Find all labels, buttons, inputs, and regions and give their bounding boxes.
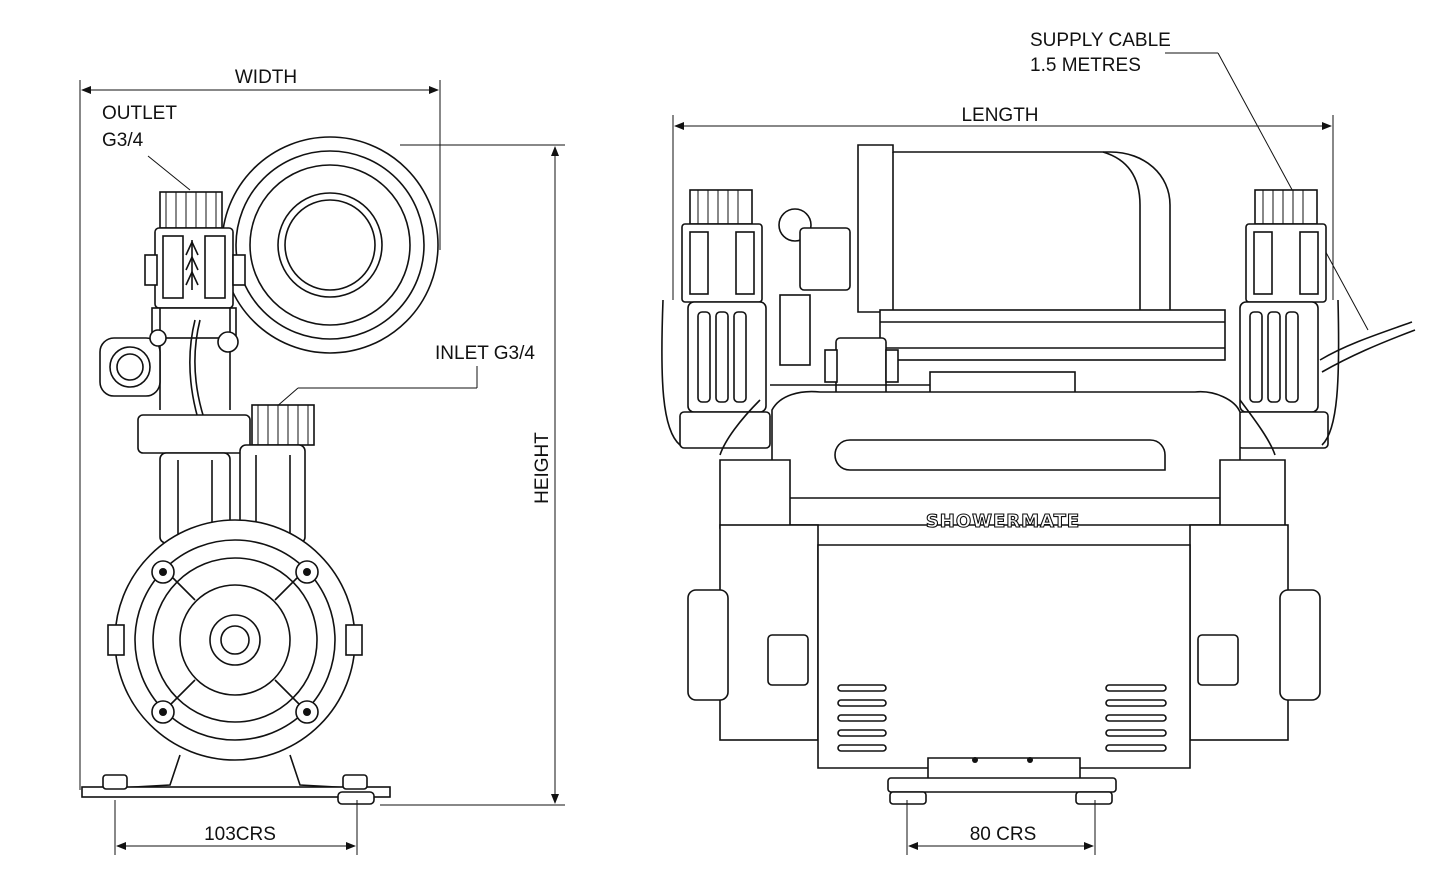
outlet-size-label: G3/4 (102, 130, 144, 151)
front-foot-spacing-label: 103CRS (204, 824, 276, 845)
supply-cable-length-label: 1.5 METRES (1030, 55, 1141, 76)
vent-slots (837, 684, 1167, 752)
pump-body: SHOWERMATE (687, 390, 1321, 769)
pressure-switch-assembly (661, 208, 1340, 456)
front-view: WIDTH HEIGHT OUTLET G3/4 (79, 67, 565, 855)
side-view: LENGTH SUPPLY CABLE 1.5 METRES (661, 30, 1416, 855)
width-label: WIDTH (235, 67, 297, 88)
inlet-callout: INLET G3/4 (274, 343, 535, 409)
motor-body (857, 144, 1226, 431)
front-base-feet (81, 754, 391, 805)
impeller-housing (107, 519, 363, 761)
height-dimension: HEIGHT (380, 144, 565, 806)
supply-cable-label: SUPPLY CABLE (1030, 30, 1171, 51)
pump-manifold (137, 414, 306, 544)
inlet-label: INLET G3/4 (435, 343, 535, 364)
side-right-fitting (1237, 189, 1329, 449)
side-foot-spacing-label: 80 CRS (970, 824, 1037, 845)
side-foot-spacing-dimension: 80 CRS (906, 800, 1096, 855)
length-dimension: LENGTH (672, 105, 1334, 300)
side-base-feet (887, 757, 1117, 805)
outlet-fitting (144, 191, 246, 410)
motor-end-cap (221, 136, 439, 354)
outlet-label: OUTLET (102, 103, 177, 124)
outlet-callout: OUTLET G3/4 (102, 103, 191, 191)
height-label: HEIGHT (532, 432, 553, 504)
inlet-fitting (251, 404, 315, 446)
front-foot-spacing-dimension: 103CRS (114, 800, 358, 855)
length-label: LENGTH (961, 105, 1038, 126)
brand-logo-text: SHOWERMATE (926, 511, 1080, 532)
width-dimension: WIDTH (79, 67, 441, 790)
side-left-fitting (679, 189, 771, 449)
